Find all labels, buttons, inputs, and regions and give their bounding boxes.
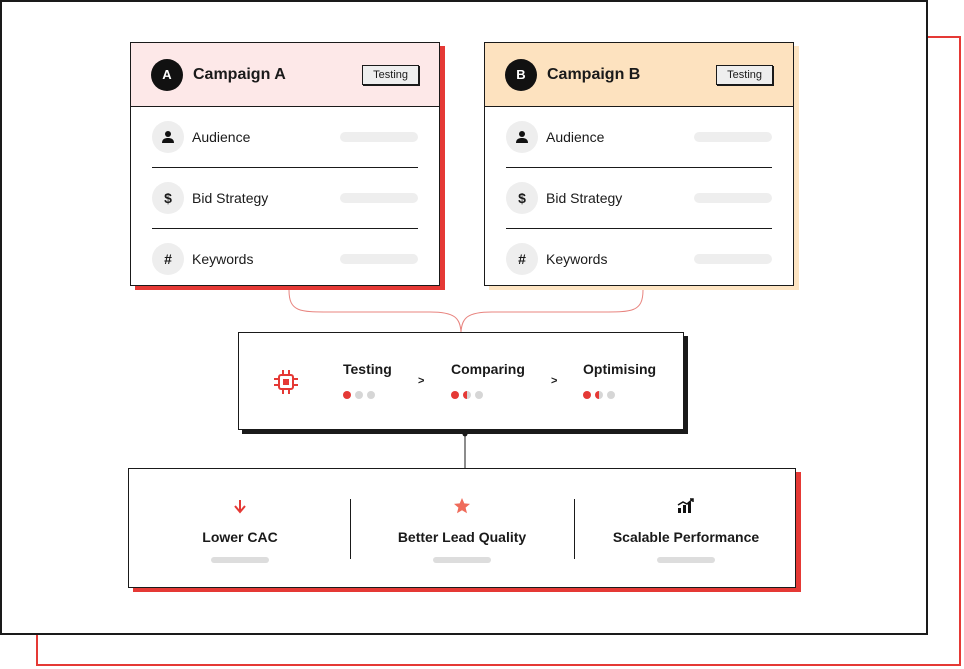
placeholder-bar [340,193,418,203]
progress-dot [475,391,483,399]
stage-optimising-progress [583,391,615,399]
outcome-divider [350,499,351,559]
placeholder-bar [340,132,418,142]
campaign-a-badge: A [151,58,183,91]
stage-comparing-label: Comparing [451,361,525,377]
stage-testing-progress [343,391,375,399]
process-box: Testing > Comparing > Optimising [238,332,684,430]
campaign-a-bid-strategy-label: Bid Strategy [192,190,269,206]
campaign-b-title: Campaign B [547,65,641,83]
campaign-b-row-bid-strategy: $ Bid Strategy [506,167,772,228]
campaign-a-audience-label: Audience [192,129,251,145]
outcome-divider [574,499,575,559]
progress-dot [607,391,615,399]
outcome-better-lead-quality-label: Better Lead Quality [397,529,527,545]
outcome-better-lead-quality: Better Lead Quality [351,469,573,587]
chip-icon [273,369,299,395]
placeholder-bar [211,557,269,563]
hash-icon: # [152,243,184,275]
campaign-b-keywords-label: Keywords [546,251,608,267]
star-icon [453,497,471,515]
progress-dot [595,391,603,399]
campaign-b-row-audience: Audience [506,107,772,167]
outcome-scalable-performance: Scalable Performance [575,469,797,587]
campaign-a-row-keywords: # Keywords [152,228,418,289]
campaign-a-card: A Campaign A Testing Audience $ Bid Stra… [130,42,440,286]
dollar-icon: $ [506,182,538,214]
campaign-b-bid-strategy-label: Bid Strategy [546,190,623,206]
campaign-b-audience-label: Audience [546,129,605,145]
progress-dot [343,391,351,399]
campaign-a-header: A Campaign A Testing [131,43,439,107]
stage-testing-label: Testing [343,361,392,377]
progress-dot [355,391,363,399]
user-icon [506,121,538,153]
arrow-down-icon [233,497,247,515]
placeholder-bar [694,132,772,142]
outcome-lower-cac: Lower CAC [129,469,351,587]
progress-dot [583,391,591,399]
campaign-b-row-keywords: # Keywords [506,228,772,289]
campaign-a-row-audience: Audience [152,107,418,167]
dollar-icon: $ [152,182,184,214]
campaign-b-badge: B [505,58,537,91]
stage-comparing-progress [451,391,483,399]
placeholder-bar [340,254,418,264]
outcome-lower-cac-label: Lower CAC [202,529,278,545]
campaign-b-status-tag: Testing [716,64,773,85]
campaign-a-row-bid-strategy: $ Bid Strategy [152,167,418,228]
campaign-a-status-tag: Testing [362,64,419,85]
placeholder-bar [694,254,772,264]
progress-dot [463,391,471,399]
outcome-scalable-performance-label: Scalable Performance [612,529,760,545]
outcomes-box: Lower CAC Better Lead Quality Scalable P… [128,468,796,588]
campaign-b-card: B Campaign B Testing Audience $ Bid Stra… [484,42,794,286]
placeholder-bar [657,557,715,563]
placeholder-bar [433,557,491,563]
user-icon [152,121,184,153]
placeholder-bar [694,193,772,203]
stage-separator: > [551,375,558,387]
campaign-a-keywords-label: Keywords [192,251,254,267]
stage-optimising-label: Optimising [583,361,657,377]
progress-dot [451,391,459,399]
hash-icon: # [506,243,538,275]
campaign-b-header: B Campaign B Testing [485,43,793,107]
campaign-a-title: Campaign A [193,65,286,83]
progress-dot [367,391,375,399]
stage-separator: > [418,375,425,387]
growth-chart-icon [677,497,695,515]
